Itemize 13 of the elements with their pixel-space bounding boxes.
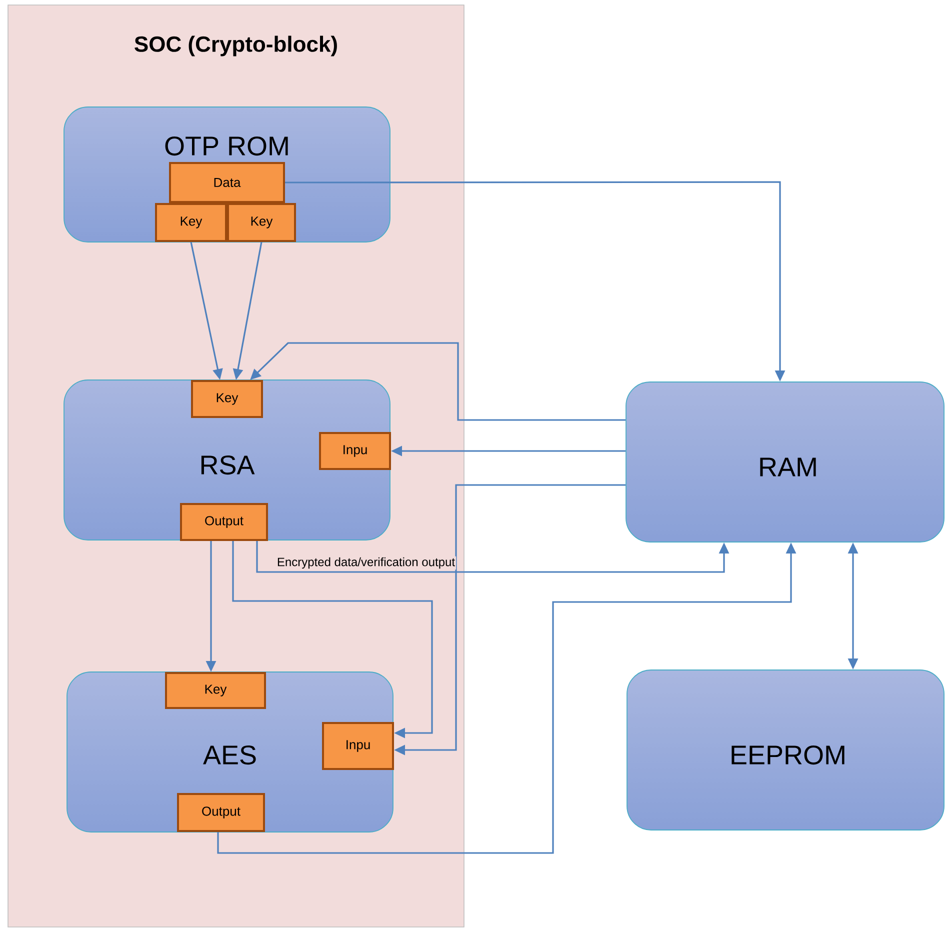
block-box: RAM [626,382,944,542]
port-box: Inpu [322,722,394,770]
block-box: EEPROM [626,670,944,830]
port-box: Output [177,793,265,832]
port-box: Key [191,380,263,418]
edge-label: Encrypted data/verification output [276,556,456,570]
port-box: Data [169,162,285,203]
arrow [232,541,433,738]
port-box: Inpu [319,432,391,470]
port-box: Key [227,203,296,242]
port-box: Key [155,203,227,242]
port-box: Key [165,672,266,709]
port-box: Output [180,503,268,541]
